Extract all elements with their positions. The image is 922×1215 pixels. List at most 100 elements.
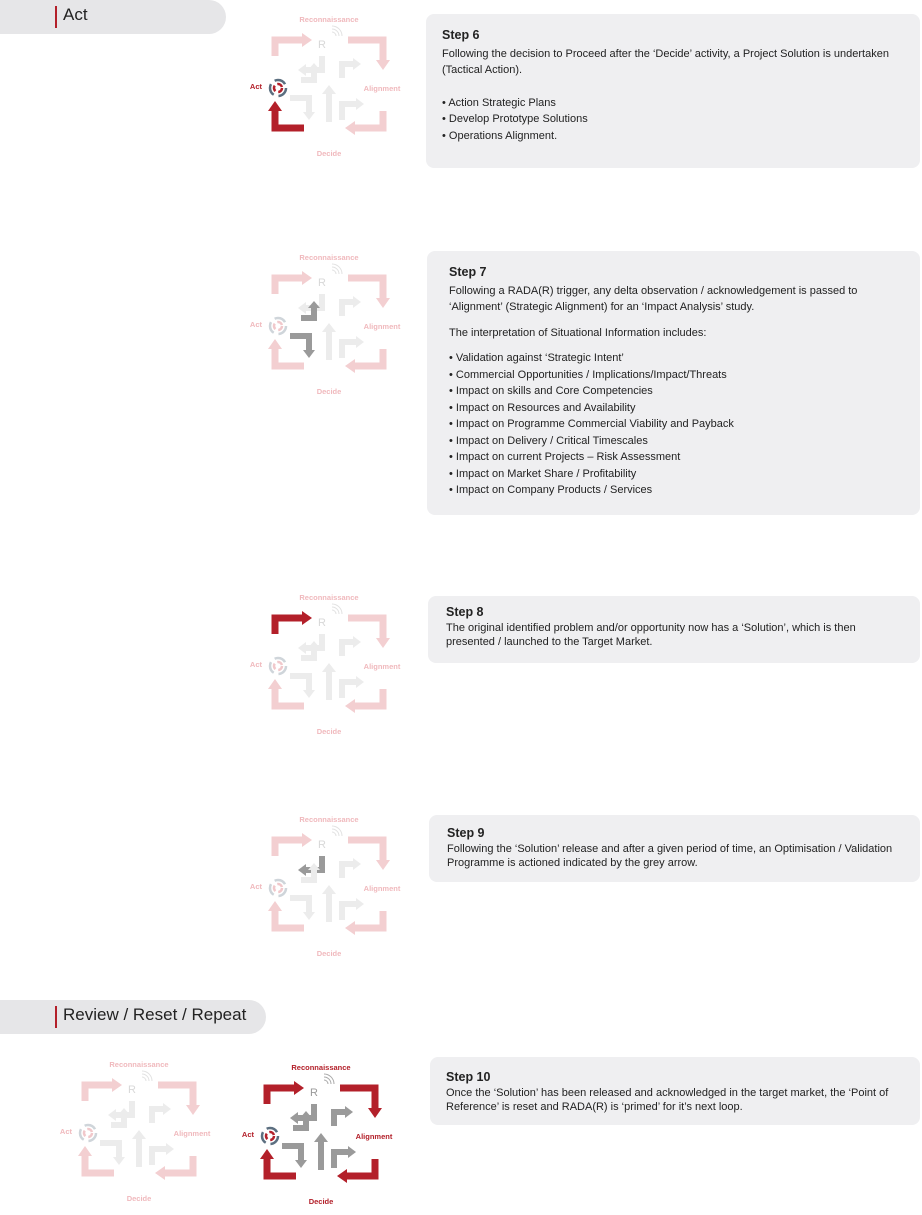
label-alignment: Alignment — [364, 662, 401, 671]
outer-arrow-tr — [348, 36, 390, 70]
label-alignment: Alignment — [364, 322, 401, 331]
outer-arrow-br — [337, 1159, 379, 1183]
inner-arrow-ibc — [322, 663, 336, 700]
outer-arrow-bl — [268, 339, 304, 370]
step-bullet: Operations Alignment. — [442, 128, 904, 145]
step-card-10: Step 10 Once the ‘Solution’ has been rel… — [430, 1057, 920, 1125]
radar-icon — [331, 25, 343, 37]
step-bullet: Validation against ‘Strategic Intent’ — [449, 350, 898, 367]
radar-icon — [331, 263, 343, 275]
inner-arrow-itl — [298, 56, 325, 76]
radar-icon — [331, 603, 343, 615]
label-decide: Decide — [317, 727, 342, 736]
step-title: Step 7 — [449, 265, 487, 279]
inner-arrow-ibr — [339, 676, 364, 698]
step-bullet: Impact on Programme Commercial Viability… — [449, 416, 898, 433]
inner-arrow-itr — [339, 58, 361, 78]
inner-arrow-ibr — [339, 336, 364, 358]
label-act: Act — [250, 660, 263, 669]
step-bullet: Impact on Delivery / Critical Timescales — [449, 433, 898, 450]
section-accent-bar — [55, 1006, 57, 1028]
step-bullet: Impact on skills and Core Competencies — [449, 383, 898, 400]
outer-arrow-br — [345, 349, 387, 373]
inner-arrow-iml — [301, 863, 320, 883]
outer-arrow-tr — [348, 836, 390, 870]
radar-letter: R — [318, 39, 326, 51]
step-description: Once the ‘Solution’ has been released an… — [446, 1087, 889, 1113]
label-reconnaissance: Reconnaissance — [109, 1060, 168, 1069]
step-title: Step 8 — [446, 605, 484, 619]
inner-arrow-ibl — [290, 673, 315, 698]
outer-arrow-tr — [158, 1081, 200, 1115]
inner-arrow-itl — [298, 634, 325, 654]
act-swirl-icon — [268, 316, 288, 336]
radar-icon — [331, 825, 343, 837]
radar-letter: R — [310, 1087, 318, 1099]
inner-arrow-ibl — [282, 1143, 307, 1168]
label-act: Act — [250, 82, 263, 91]
inner-arrow-itr — [331, 1106, 353, 1126]
outer-arrow-br — [155, 1156, 197, 1180]
label-reconnaissance: Reconnaissance — [299, 253, 358, 262]
label-act: Act — [250, 320, 263, 329]
radar-letter: R — [128, 1084, 136, 1096]
radar-letter: R — [318, 617, 326, 629]
inner-arrow-itl — [298, 856, 325, 876]
outer-arrow-bl — [260, 1149, 296, 1180]
step-bullet: Develop Prototype Solutions — [442, 111, 904, 128]
outer-arrow-tl — [271, 833, 312, 856]
act-swirl-icon — [268, 878, 288, 898]
step-description: The original identified problem and/or o… — [446, 622, 856, 648]
step-description: Following the ‘Solution’ release and aft… — [447, 843, 893, 869]
inner-arrow-iml — [301, 63, 320, 83]
inner-arrow-ibl — [100, 1140, 125, 1165]
outer-arrow-tl — [271, 271, 312, 294]
label-reconnaissance: Reconnaissance — [299, 593, 358, 602]
inner-arrow-itr — [339, 296, 361, 316]
inner-arrow-ibc — [322, 85, 336, 122]
act-swirl-icon — [260, 1126, 280, 1146]
step-bullet: Action Strategic Plans — [442, 95, 904, 112]
inner-arrow-itr — [149, 1103, 171, 1123]
label-alignment: Alignment — [356, 1132, 393, 1141]
step-card-7: Step 7 Following a RADA(R) trigger, any … — [427, 251, 920, 515]
label-decide: Decide — [127, 1194, 152, 1203]
step-bullet: Impact on current Projects – Risk Assess… — [449, 449, 898, 466]
section-tab-review: Review / Reset / Repeat — [0, 1000, 266, 1034]
step-description: Following a RADA(R) trigger, any delta o… — [449, 284, 858, 314]
inner-arrow-ibr — [339, 898, 364, 920]
step-bullet: Commercial Opportunities / Implications/… — [449, 367, 898, 384]
label-alignment: Alignment — [364, 884, 401, 893]
step-title: Step 10 — [446, 1070, 491, 1084]
label-reconnaissance: Reconnaissance — [299, 15, 358, 24]
outer-arrow-br — [345, 111, 387, 135]
label-decide: Decide — [317, 149, 342, 158]
label-decide: Decide — [317, 387, 342, 396]
outer-arrow-bl — [268, 101, 304, 132]
act-swirl-icon — [268, 656, 288, 676]
inner-arrow-ibl — [290, 333, 315, 358]
label-act: Act — [60, 1127, 73, 1136]
outer-arrow-br — [345, 689, 387, 713]
radar-letter: R — [318, 839, 326, 851]
radar-icon — [323, 1073, 335, 1085]
inner-arrow-ibl — [290, 895, 315, 920]
inner-arrow-iml — [111, 1108, 130, 1128]
step-bullet: Impact on Market Share / Profitability — [449, 466, 898, 483]
inner-arrow-itl — [298, 294, 325, 314]
step-bullet-list: Action Strategic Plans Develop Prototype… — [442, 95, 904, 145]
step-bullets-intro: The interpretation of Situational Inform… — [449, 326, 707, 339]
inner-arrow-itr — [339, 636, 361, 656]
act-swirl-icon — [268, 78, 288, 98]
step-card-6: Step 6 Following the decision to Proceed… — [426, 14, 920, 168]
label-reconnaissance: Reconnaissance — [299, 815, 358, 824]
inner-arrow-ibc — [322, 323, 336, 360]
outer-arrow-tl — [263, 1081, 304, 1104]
radar-icon — [141, 1070, 153, 1082]
outer-arrow-tl — [271, 33, 312, 56]
outer-arrow-bl — [268, 901, 304, 932]
inner-arrow-ibc — [132, 1130, 146, 1167]
